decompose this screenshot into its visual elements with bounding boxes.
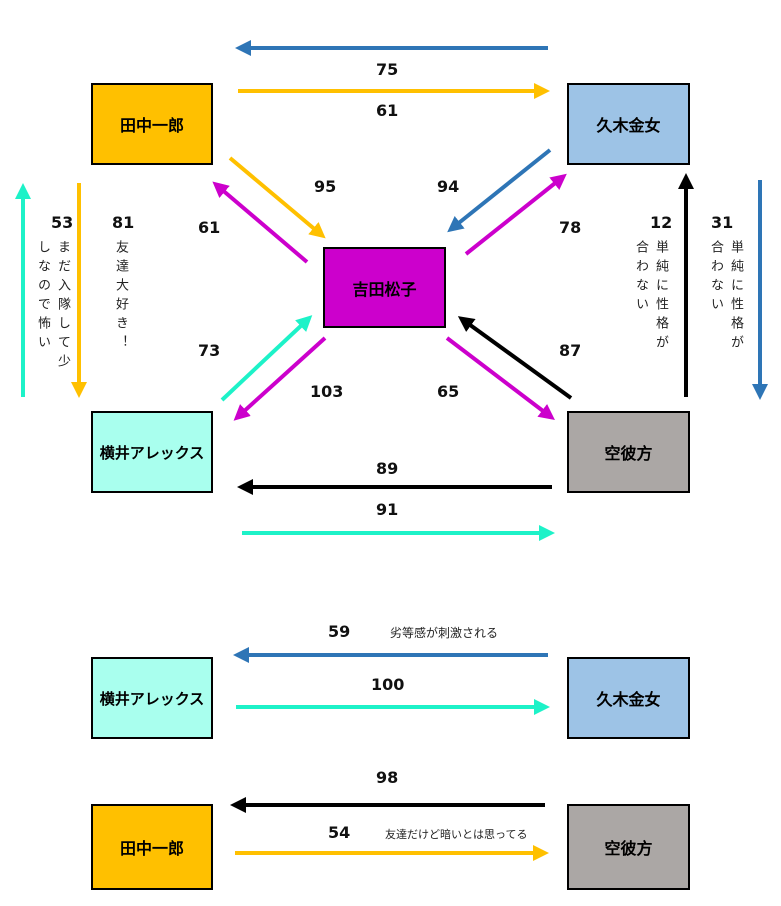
node-tanaka: 田中一郎 xyxy=(91,83,213,165)
score-yokoi-to-sora: 91 xyxy=(376,500,399,519)
node-kuki: 久木金女 xyxy=(567,83,690,165)
score-yoshida-to-kuki: 78 xyxy=(559,218,582,237)
score-tanaka-to-sora: 54 xyxy=(328,823,351,842)
node-yoshida: 吉田松子 xyxy=(323,247,446,328)
node-yokoi-bottom: 横井アレックス xyxy=(91,657,213,739)
score-tanaka-to-yokoi: 81 xyxy=(112,213,135,232)
node-kuki-bottom: 久木金女 xyxy=(567,657,690,739)
score-sora-to-yokoi: 89 xyxy=(376,459,399,478)
arrow-kuki-to-yoshida xyxy=(447,148,552,233)
score-tanaka-to-kuki: 61 xyxy=(376,101,399,120)
score-kuki-to-tanaka: 75 xyxy=(376,60,399,79)
note-kuki-to-yokoi: 劣等感が刺激される xyxy=(390,626,499,640)
node-tanaka-bottom: 田中一郎 xyxy=(91,804,213,890)
score-tanaka-to-yoshida: 95 xyxy=(314,177,337,196)
score-sora-to-yoshida: 87 xyxy=(559,341,582,360)
score-kuki-to-yoshida: 94 xyxy=(437,177,460,196)
note-tanaka-to-sora: 友達だけど暗いとは思ってる xyxy=(385,828,528,841)
node-yokoi: 横井アレックス xyxy=(91,411,213,493)
arrow-yoshida-to-sora xyxy=(445,336,555,421)
arrow-yokoi-to-yoshida xyxy=(220,315,313,402)
arrow-sora-to-yoshida xyxy=(457,316,573,400)
score-yoshida-to-yokoi: 103 xyxy=(310,382,344,401)
score-yokoi-to-yoshida: 73 xyxy=(198,341,221,360)
note-yokoi-to-tanaka: まだ入隊して少しなので怖い xyxy=(35,240,70,373)
score-sora-to-kuki: 12 xyxy=(650,213,673,232)
node-sora: 空彼方 xyxy=(567,411,690,493)
score-kuki-to-yokoi: 59 xyxy=(328,622,351,641)
score-yokoi-to-kuki: 100 xyxy=(371,675,405,694)
arrow-yoshida-to-tanaka xyxy=(212,181,309,264)
score-sora-to-tanaka: 98 xyxy=(376,768,399,787)
note-tanaka-to-yokoi: 友達大好き！ xyxy=(113,240,128,354)
score-kuki-to-sora: 31 xyxy=(711,213,734,232)
arrow-yoshida-to-yokoi xyxy=(233,336,327,421)
note-sora-to-kuki: 単純に性格が合わない xyxy=(633,240,668,354)
score-yokoi-to-tanaka: 53 xyxy=(51,213,74,232)
arrow-tanaka-to-yoshida xyxy=(228,156,326,239)
score-yoshida-to-sora: 65 xyxy=(437,382,460,401)
score-yoshida-to-tanaka: 61 xyxy=(198,218,221,237)
node-sora-bottom: 空彼方 xyxy=(567,804,690,890)
note-kuki-to-sora: 単純に性格が合わない xyxy=(708,240,743,354)
arrow-yoshida-to-kuki xyxy=(464,173,567,256)
